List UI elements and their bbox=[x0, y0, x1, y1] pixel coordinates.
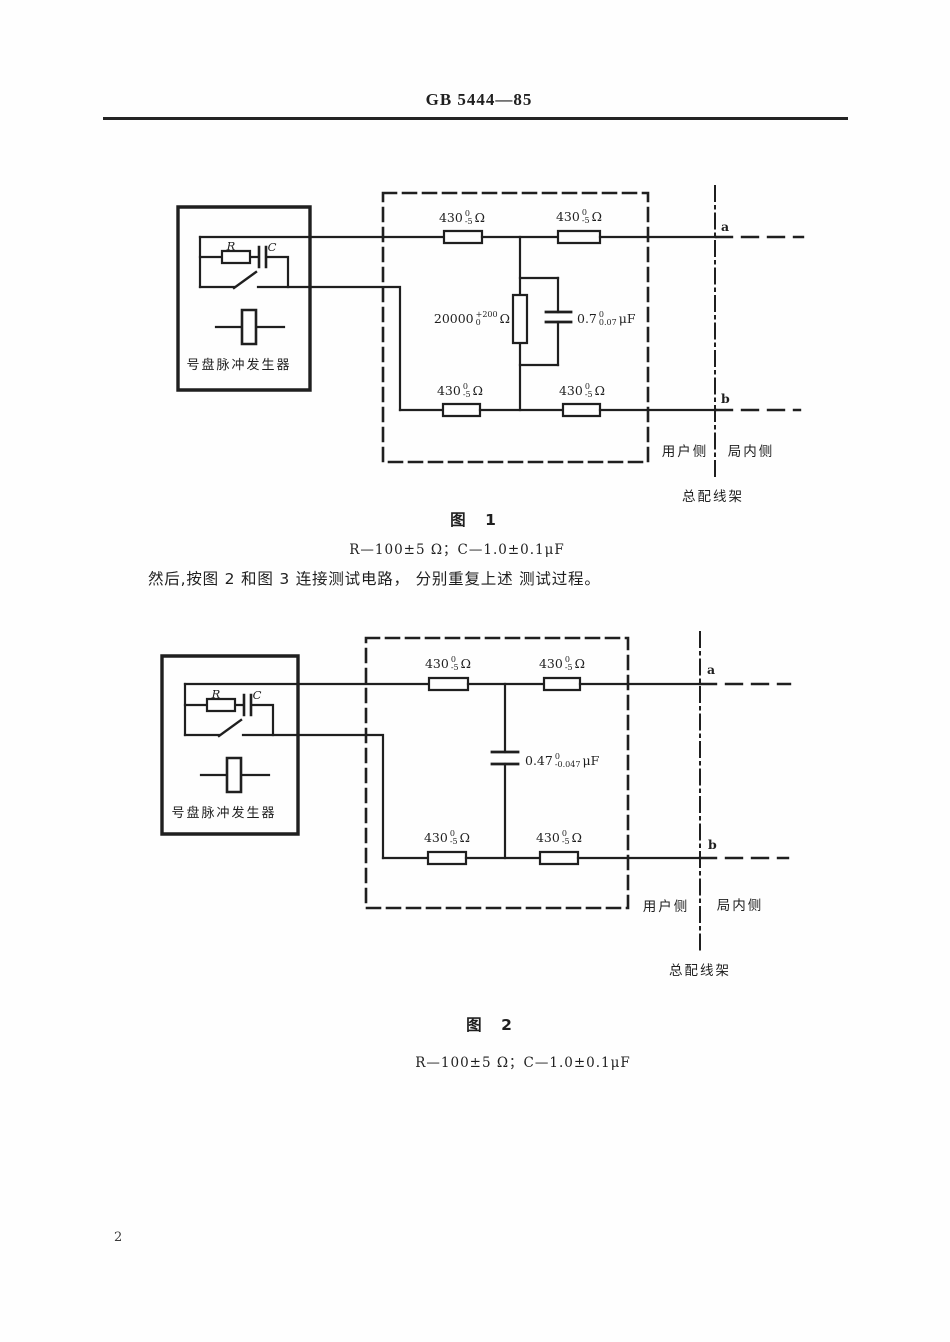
standard-number-header: GB 5444—85 bbox=[425, 90, 533, 109]
fig2-terminal-a: a bbox=[707, 662, 716, 677]
fig1-terminal-a: a bbox=[721, 219, 730, 234]
fig1-shunt-resistor-symbol bbox=[513, 295, 527, 343]
fig2-resistor-top-right bbox=[544, 678, 580, 690]
fig1-resistor-bottom-left bbox=[443, 404, 480, 416]
fig1-user-side-label: 用户侧 bbox=[661, 444, 709, 460]
fig1-terminal-b: b bbox=[721, 391, 730, 406]
fig2-resistor-bottom-left bbox=[428, 852, 466, 864]
fig2-inner-rc-wire bbox=[185, 705, 273, 735]
fig1-caption: 图 1 bbox=[450, 511, 498, 529]
fig1-generator-box bbox=[178, 207, 310, 390]
fig1-office-side-label: 局内侧 bbox=[727, 444, 775, 460]
fig2-test-network-boundary bbox=[366, 638, 628, 908]
fig2-inner-resistor-symbol bbox=[207, 699, 235, 711]
fig2-inner-capacitor-symbol bbox=[244, 695, 251, 715]
fig1-c-label: C bbox=[267, 240, 277, 254]
fig1-inner-resistor-symbol bbox=[222, 251, 250, 263]
fig1-shunt-links bbox=[520, 278, 558, 365]
fig1-generator-label: 号盘脉冲发生器 bbox=[186, 358, 292, 373]
fig1-inner-capacitor-symbol bbox=[259, 247, 266, 267]
fig1-subcaption: R—100±5 Ω；C—1.0±0.1μF bbox=[349, 542, 565, 558]
fig2-generator-label: 号盘脉冲发生器 bbox=[171, 806, 277, 821]
fig2-mdf-label: 总配线架 bbox=[669, 963, 731, 979]
fig2-switch-blade bbox=[219, 720, 241, 736]
fig2-c-label: C bbox=[252, 688, 262, 702]
fig2-subcaption: R—100±5 Ω；C—1.0±0.1μF bbox=[415, 1055, 631, 1071]
fig1-test-network-boundary bbox=[383, 193, 648, 462]
fig1-resistor-top-left bbox=[444, 231, 482, 243]
fig2-circuit bbox=[162, 632, 790, 952]
fig1-inner-rc-wire bbox=[200, 257, 288, 287]
fig2-bottom-feed-wire bbox=[243, 735, 383, 858]
body-paragraph: 然后,按图 2 和图 3 连接测试电路， 分别重复上述 测试过程。 bbox=[148, 570, 601, 588]
fig1-pulse-symbol bbox=[242, 310, 256, 344]
fig2-office-side-label: 局内侧 bbox=[716, 898, 764, 914]
fig1-r-label: R bbox=[226, 239, 236, 253]
fig1-switch-blade bbox=[234, 272, 256, 288]
fig1-bottom-feed-wire bbox=[258, 287, 400, 410]
fig2-resistor-top-left bbox=[429, 678, 468, 690]
fig1-circuit bbox=[178, 186, 803, 479]
fig1-resistor-bottom-right bbox=[563, 404, 600, 416]
fig2-r-label: R bbox=[211, 687, 221, 701]
page-number: 2 bbox=[114, 1230, 123, 1245]
fig2-resistor-bottom-right bbox=[540, 852, 578, 864]
fig2-pulse-symbol bbox=[227, 758, 241, 792]
fig2-user-side-label: 用户侧 bbox=[642, 899, 690, 915]
fig2-shunt-capacitor-symbol bbox=[492, 752, 518, 764]
fig2-generator-box bbox=[162, 656, 298, 834]
fig1-shunt-capacitor-symbol bbox=[546, 312, 571, 322]
fig2-caption: 图 2 bbox=[466, 1016, 514, 1034]
fig2-terminal-b: b bbox=[708, 837, 717, 852]
fig1-resistor-top-right bbox=[558, 231, 600, 243]
header-rule bbox=[103, 117, 848, 120]
fig1-mdf-label: 总配线架 bbox=[682, 489, 744, 505]
